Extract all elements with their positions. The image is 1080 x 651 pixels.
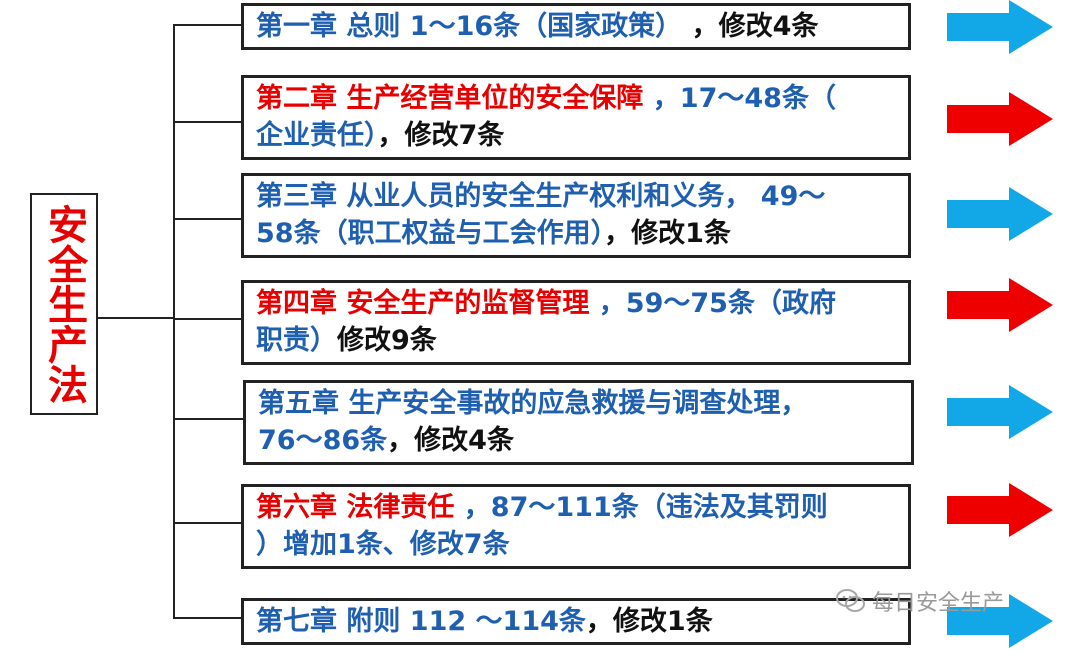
chapter-line1: 第七章 附则 112 ～114条，修改1条 — [256, 603, 898, 640]
chapter-line1: 第六章 法律责任 ，87～111条（违法及其罚则 — [256, 489, 898, 526]
root-node: 安全生产法 — [30, 193, 98, 415]
chapter-text-segment: 第五章 生产安全事故的应急救援与调查处理， — [258, 388, 808, 419]
branch-line-7 — [173, 617, 243, 619]
branch-line-5 — [173, 418, 243, 420]
chapter-text-segment: 第六章 法律责任 — [256, 492, 455, 523]
chapter-text-segment: ，修改1条 — [585, 606, 713, 637]
branch-line-6 — [173, 522, 243, 524]
chapter-text-segment: 第七章 附则 112 ～114条 — [256, 606, 586, 637]
arrow-5 — [947, 385, 1053, 439]
chapter-line2: 76～86条，修改4条 — [258, 422, 901, 459]
chapter-line2: ）增加1条、修改7条 — [256, 526, 898, 563]
chapter-line2: 58条（职工权益与工会作用），修改1条 — [256, 215, 898, 252]
chapter-line1: 第五章 生产安全事故的应急救援与调查处理， — [258, 385, 901, 422]
chapter-line1: 第二章 生产经营单位的安全保障 ，17～48条（ — [256, 80, 898, 117]
arrow-shape — [947, 483, 1053, 537]
chapter-box-6: 第六章 法律责任 ，87～111条（违法及其罚则）增加1条、修改7条 — [241, 484, 911, 569]
chapter-box-3: 第三章 从业人员的安全生产权利和义务， 49～58条（职工权益与工会作用），修改… — [241, 173, 911, 258]
arrow-7 — [947, 594, 1053, 648]
chapter-text-segment: ）增加1条、修改7条 — [256, 529, 510, 560]
arrow-1 — [947, 0, 1053, 54]
branch-line-3 — [173, 218, 243, 220]
chapter-box-5: 第五章 生产安全事故的应急救援与调查处理，76～86条，修改4条 — [243, 380, 914, 465]
root-connector — [98, 317, 174, 319]
chapter-text-segment: 修改9条 — [337, 325, 437, 356]
watermark-text: 每日安全生产 — [872, 591, 1005, 616]
chapter-text-segment: 第一章 总则 1～16条（国家政策） — [256, 11, 683, 42]
chapter-line1: 第四章 安全生产的监督管理 ，59～75条（政府 — [256, 285, 898, 322]
chapter-text-segment: ，17～48条（ — [643, 83, 836, 114]
branch-line-2 — [173, 121, 243, 123]
chapter-text-segment: ，修改1条 — [604, 218, 731, 249]
arrow-shape — [947, 385, 1053, 439]
chapter-line1: 第三章 从业人员的安全生产权利和义务， 49～ — [256, 178, 898, 215]
chapter-box-2: 第二章 生产经营单位的安全保障 ，17～48条（企业责任），修改7条 — [241, 75, 911, 160]
arrow-shape — [947, 594, 1053, 648]
chapter-text-segment: 76～86条 — [258, 425, 388, 456]
arrow-3 — [947, 187, 1053, 241]
chapter-line2: 企业责任），修改7条 — [256, 117, 898, 154]
chapter-text-segment: 58条（职工权益与工会作用） — [256, 218, 605, 249]
wechat-icon — [836, 589, 865, 612]
chapter-text-segment: ，修改4条 — [387, 425, 514, 456]
chapter-box-7: 第七章 附则 112 ～114条，修改1条 — [241, 598, 911, 645]
chapter-text-segment: ，87～111条（违法及其罚则 — [454, 492, 828, 523]
chapter-line1: 第一章 总则 1～16条（国家政策） ，修改4条 — [256, 8, 898, 45]
chapter-text-segment: 第三章 从业人员的安全生产权利和义务， 49～ — [256, 181, 826, 212]
chapter-text-segment: ，59～75条（政府 — [589, 288, 836, 319]
chapter-text-segment: ，修改4条 — [682, 11, 819, 42]
branch-line-4 — [173, 318, 243, 320]
chapter-text-segment: 职责） — [256, 325, 337, 356]
trunk-line — [173, 24, 175, 618]
chapter-line2: 职责）修改9条 — [256, 322, 898, 359]
arrow-6 — [947, 483, 1053, 537]
root-label: 安全生产法 — [41, 204, 87, 404]
arrow-shape — [947, 92, 1053, 146]
chapter-box-4: 第四章 安全生产的监督管理 ，59～75条（政府职责）修改9条 — [241, 280, 911, 365]
chapter-text-segment: 第二章 生产经营单位的安全保障 — [256, 83, 644, 114]
arrow-4 — [947, 278, 1053, 332]
branch-line-1 — [173, 24, 243, 26]
chapter-text-segment: 第四章 安全生产的监督管理 — [256, 288, 590, 319]
watermark: 每日安全生产 — [836, 585, 1004, 617]
chapter-text-segment: 企业责任） — [256, 120, 378, 151]
arrow-shape — [947, 278, 1053, 332]
chapter-box-1: 第一章 总则 1～16条（国家政策） ，修改4条 — [241, 3, 911, 50]
arrow-shape — [947, 0, 1053, 54]
chapter-text-segment: ，修改7条 — [377, 120, 505, 151]
arrow-shape — [947, 187, 1053, 241]
arrow-2 — [947, 92, 1053, 146]
